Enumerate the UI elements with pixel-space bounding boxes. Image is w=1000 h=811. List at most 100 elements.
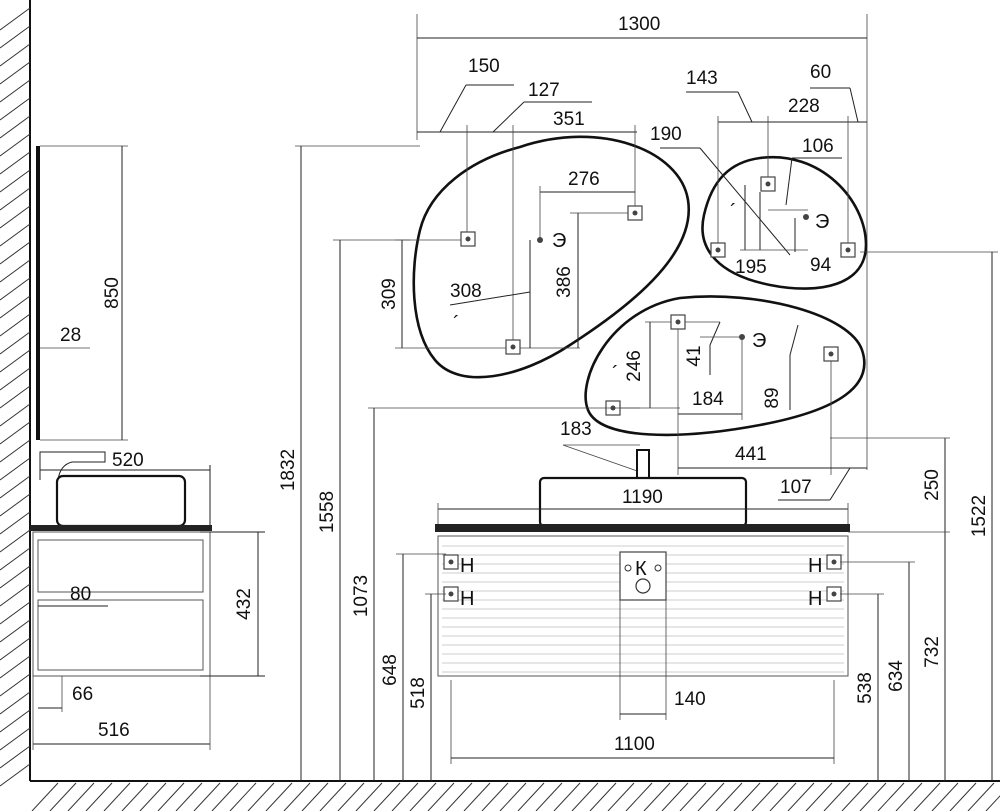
floor-hatch-line [985,795,1000,811]
side-mirror-height: 850 [102,277,123,309]
floor-hatch-line [481,782,509,811]
left-offset-150: 150 [468,56,500,77]
faucet-offset-183: 183 [560,419,592,440]
height-538: 538 [855,672,876,704]
wall-hatch-line [0,241,31,265]
left-mirror-outline [412,135,691,379]
floor-hatch-line [571,782,599,811]
wall-hatch-line [0,709,31,733]
hot-symbol-2: Н [460,588,474,610]
wall-hatch-line [0,637,31,661]
floor-hatching [30,780,1000,811]
wall-hatch-line [0,169,31,193]
wall-hatch-line [0,331,31,355]
wall-hatch-line [0,421,31,445]
floor-hatch-line [733,782,761,811]
lower-edge-107: 107 [780,477,812,498]
floor-hatch-line [157,782,185,811]
floor-hatch-line [949,782,977,811]
wall-hatch-line [0,259,31,283]
wall-hatch-line [0,115,31,139]
lower-tick: ´ [612,363,619,385]
wall-hatch-line [0,727,31,751]
floor-hatch-line [895,782,923,811]
floor-hatch-line [139,782,167,811]
floor-hatch-line [517,782,545,811]
floor-hatch-line [409,782,437,811]
floor-hatch-line [553,782,581,811]
floor-hatch-line [787,782,815,811]
floor-hatch-line [931,782,959,811]
floor-hatch-line [589,782,617,811]
wall-hatch-line [0,7,31,31]
floor-hatch-line [841,782,869,811]
floor-hatch-line [229,782,257,811]
lower-height-246: 246 [624,350,645,382]
side-basin [55,474,187,528]
floor-hatch-line [391,782,419,811]
side-countertop [30,525,212,531]
height-732: 732 [922,636,943,668]
floor-hatch-line [427,782,455,811]
wall-hatch-line [0,349,31,373]
lower-span-184: 184 [692,389,724,410]
countertop-width: 1190 [622,487,663,508]
floor-hatch-line [877,782,905,811]
hot-symbol-1: Н [460,555,474,577]
floor-hatch-line [967,782,995,811]
floor-hatch-line [49,782,77,811]
left-mid-308: 308 [450,281,482,302]
right-offset-143: 143 [686,68,718,89]
floor-hatch-line [697,782,725,811]
lower-width-441: 441 [735,444,767,465]
wall-hatch-line [0,385,31,409]
wall-hatch-line [0,187,31,211]
height-634: 634 [886,660,907,692]
wall-hatch-line [0,97,31,121]
right-mirror-outline [701,155,868,290]
floor-hatch-line [607,782,635,811]
side-faucet [39,451,211,530]
side-offset-80: 80 [70,584,91,605]
floor-hatch-line [121,782,149,811]
floor-hatch-line [643,782,671,811]
floor-hatch-line [301,782,329,811]
wall-hatch-line [0,403,31,427]
wall-hatch-line [0,223,31,247]
left-upper-276: 276 [568,169,600,190]
floor-hatch-line [625,782,653,811]
floor-hatch-line [337,782,365,811]
drain-symbol: К [635,558,647,580]
wall-hatch-line [0,133,31,157]
wall-hatch-line [0,439,31,463]
right-electric-symbol: Э [815,211,829,233]
wall-hatch-line [0,43,31,67]
right-edge-60: 60 [810,62,831,83]
side-view: 850 28 520 432 80 66 516 [30,145,265,750]
height-518: 518 [408,677,429,709]
floor-hatch-line [463,782,491,811]
wall-hatch-line [0,295,31,319]
floor-hatch-line [499,782,527,811]
floor-hatch-line [535,782,563,811]
right-vertical-94: 94 [810,255,832,276]
wall-hatch-line [0,79,31,103]
height-1558: 1558 [317,491,338,533]
floor-hatch-line [67,782,95,811]
wall-hatch-line [0,151,31,175]
left-inner-127: 127 [528,80,560,101]
hot-symbol-3: Н [808,555,822,577]
side-cabinet [32,531,265,677]
right-low-195: 195 [735,257,767,278]
floor-hatch-line [175,782,203,811]
height-1832: 1832 [278,449,299,491]
floor-hatch-line [355,782,383,811]
floor-hatch-line [283,782,311,811]
wall-hatch-line [0,313,31,337]
height-1522: 1522 [969,495,990,537]
wall-hatch-line [0,475,31,499]
floor-hatch-line [751,782,779,811]
wall-hatch-line [0,691,31,715]
side-mirror-depth: 28 [60,325,81,346]
